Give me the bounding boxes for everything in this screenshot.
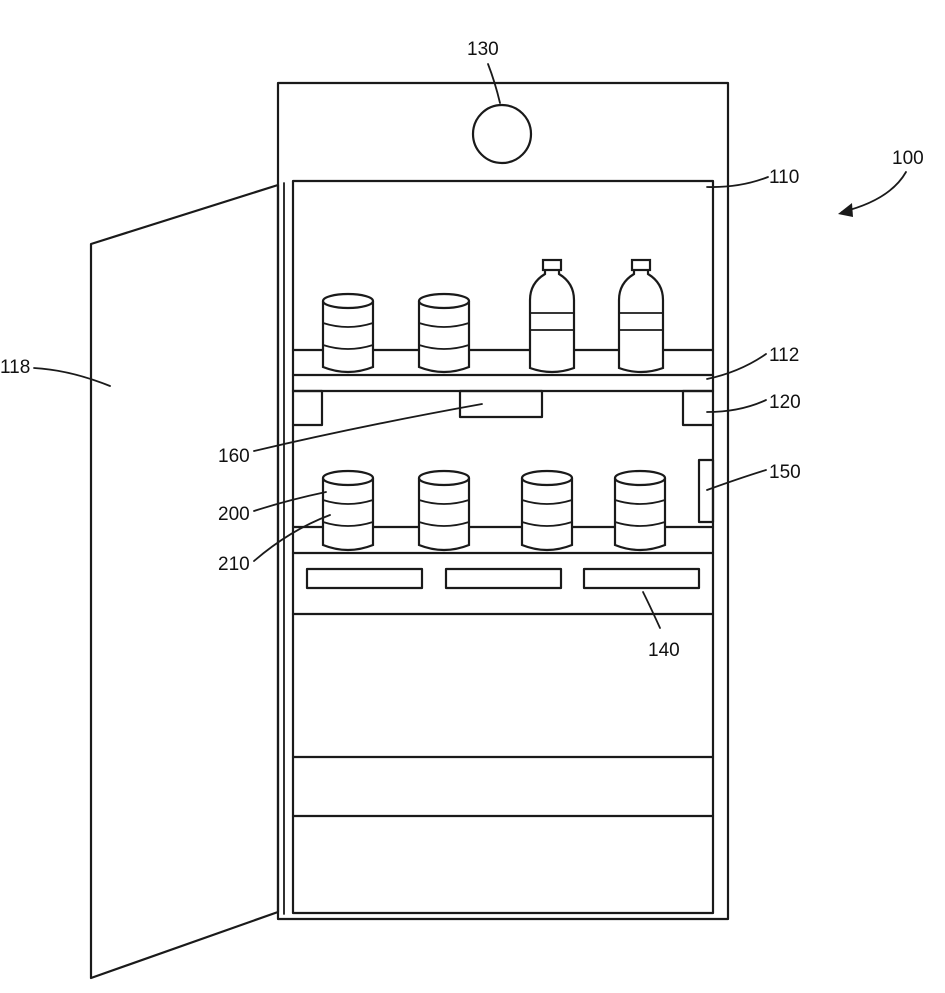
- can-lower-4: [615, 471, 665, 550]
- ref-label-112: 112: [769, 345, 799, 366]
- can-upper-1: [323, 294, 373, 372]
- bottle-1: [530, 260, 574, 372]
- can-upper-2: [419, 294, 469, 372]
- ref-label-160: 160: [218, 446, 250, 467]
- ref-label-118: 118: [0, 357, 30, 378]
- ref-label-100: 100: [892, 148, 924, 169]
- can-lower-2: [419, 471, 469, 550]
- door: [91, 183, 284, 978]
- shelf-bracket-left: [293, 391, 322, 425]
- ref-label-200: 200: [218, 504, 250, 525]
- side-sensor-150: [699, 460, 713, 522]
- ref-label-140: 140: [648, 640, 680, 661]
- bottle-2: [619, 260, 663, 372]
- can-lower-3: [522, 471, 572, 550]
- can-lower-1: [323, 471, 373, 550]
- camera-sensor: [473, 105, 531, 163]
- display-strips: [307, 569, 699, 588]
- ref-label-120: 120: [769, 392, 801, 413]
- ref-label-130: 130: [467, 39, 499, 60]
- ref-label-210: 210: [218, 554, 250, 575]
- sensor-160: [460, 391, 542, 417]
- ref-label-150: 150: [769, 462, 801, 483]
- ref-label-110: 110: [769, 167, 799, 188]
- shelf-bracket-right: [683, 391, 713, 425]
